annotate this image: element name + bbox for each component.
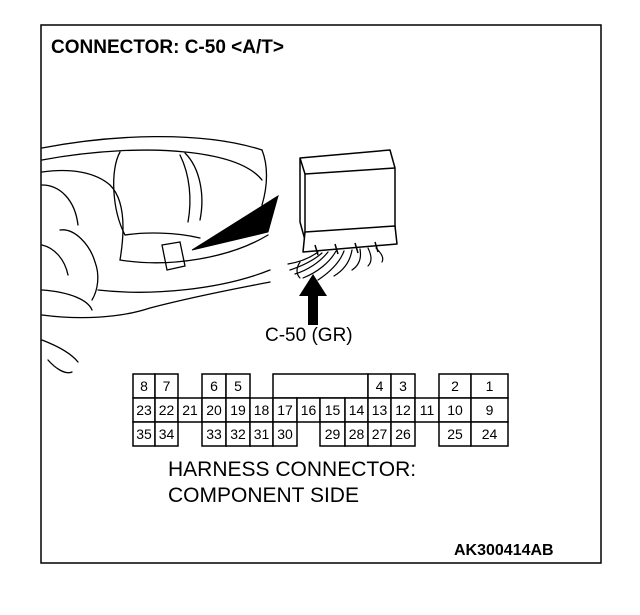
pin-cell xyxy=(201,421,227,447)
wire-harness xyxy=(287,247,384,281)
pin-number: 27 xyxy=(372,426,388,442)
pin-cell xyxy=(201,397,227,423)
pin-number: 22 xyxy=(159,402,175,418)
diagram-title: CONNECTOR: C-50 <A/T> xyxy=(51,37,284,58)
pin-number: 4 xyxy=(376,378,384,394)
pin-number: 34 xyxy=(159,426,175,442)
pin-number: 17 xyxy=(277,402,293,418)
pin-number: 35 xyxy=(136,426,152,442)
pin-number: 29 xyxy=(325,426,341,442)
pin-number: 28 xyxy=(349,426,365,442)
pin-number: 18 xyxy=(254,402,270,418)
pin-number: 32 xyxy=(230,426,246,442)
figure-code: AK300414AB xyxy=(454,542,554,559)
pin-number: 10 xyxy=(447,402,463,418)
pin-number: 19 xyxy=(230,402,246,418)
pin-number: 9 xyxy=(486,402,494,418)
pin-cell xyxy=(438,373,472,399)
pin-number: 23 xyxy=(136,402,152,418)
pin-number: 12 xyxy=(395,402,411,418)
pin-number: 26 xyxy=(395,426,411,442)
pin-number: 8 xyxy=(140,378,148,394)
pin-cell xyxy=(272,397,298,423)
module-location-marker xyxy=(161,194,279,271)
pin-cell xyxy=(390,373,416,399)
pin-number: 25 xyxy=(447,426,463,442)
pin-number: 5 xyxy=(234,378,242,394)
pin-number: 15 xyxy=(325,402,341,418)
caption-line-2: COMPONENT SIDE xyxy=(168,484,359,507)
pin-number: 13 xyxy=(372,402,388,418)
pin-number: 20 xyxy=(206,402,222,418)
connector-key xyxy=(272,373,369,399)
caption-line-1: HARNESS CONNECTOR: xyxy=(168,458,416,481)
pin-number: 21 xyxy=(182,402,198,418)
pin-number: 2 xyxy=(451,378,459,394)
dashboard-illustration xyxy=(41,135,271,374)
pin-number: 30 xyxy=(277,426,293,442)
pin-cell xyxy=(470,421,509,447)
pin-number: 14 xyxy=(349,402,365,418)
pin-number: 31 xyxy=(254,426,270,442)
pin-cell xyxy=(177,397,203,423)
connector-arrow xyxy=(299,274,327,325)
pin-cell xyxy=(390,421,416,447)
pin-number: 7 xyxy=(163,378,171,394)
pin-cell xyxy=(470,373,509,399)
control-unit xyxy=(299,149,398,256)
pin-number: 6 xyxy=(210,378,218,394)
pin-number: 3 xyxy=(399,378,407,394)
pin-number: 1 xyxy=(486,378,494,394)
pin-number: 24 xyxy=(482,426,498,442)
pin-cell xyxy=(154,421,179,447)
pin-number: 16 xyxy=(301,402,317,418)
pin-cell xyxy=(438,421,472,447)
pin-cell xyxy=(272,421,298,447)
pin-number: 33 xyxy=(206,426,222,442)
connector-label: C-50 (GR) xyxy=(265,325,353,346)
pin-number: 11 xyxy=(420,402,435,418)
